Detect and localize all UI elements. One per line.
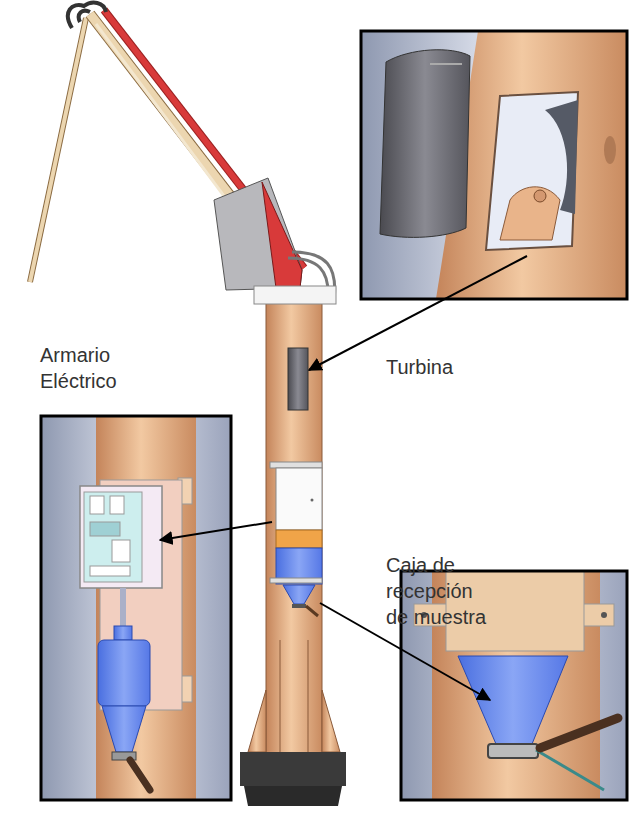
inset-frame: [401, 571, 627, 800]
pole: [240, 286, 346, 806]
callout-label: Armario Eléctrico: [40, 342, 190, 394]
breaker: [90, 496, 104, 514]
cabinet-band: [276, 530, 322, 548]
hook: [68, 3, 106, 28]
base-gusset: [248, 690, 266, 752]
turbine-cover: [380, 50, 470, 238]
base-block: [240, 752, 346, 786]
turbine-inset: [361, 31, 627, 299]
base-line: [308, 640, 309, 752]
terminal: [90, 566, 130, 576]
callout-label: Caja de recepción de muestra: [386, 552, 498, 630]
handle: [130, 760, 150, 790]
pole-body: [266, 302, 322, 754]
sample-neck: [114, 626, 132, 640]
leader-arrow: [160, 522, 272, 540]
sample-cone: [102, 706, 146, 752]
pipe-hole: [604, 136, 616, 164]
crane-arm: [30, 3, 335, 300]
hanging-rod: [30, 18, 86, 282]
inset-ground: [361, 31, 627, 299]
callout-label: Turbina: [386, 354, 506, 380]
pole-cap: [254, 286, 336, 304]
cabinet-panel: [84, 492, 142, 582]
lever: [536, 750, 604, 790]
cabinet: [276, 468, 322, 530]
sample-inset: [401, 571, 627, 800]
bracket: [270, 578, 322, 583]
relay: [90, 522, 120, 536]
sample-cone: [283, 585, 315, 604]
bracket: [270, 462, 322, 468]
turbine-opening: [486, 92, 578, 250]
turbine-hub: [534, 190, 546, 202]
rod: [120, 588, 126, 628]
handle: [306, 606, 318, 616]
bolt-hole: [601, 612, 607, 618]
clamp: [488, 744, 538, 758]
cabinet: [80, 486, 162, 588]
bracket: [582, 604, 614, 626]
base-block: [244, 786, 342, 806]
breaker: [112, 540, 130, 562]
inset-frame: [41, 416, 231, 800]
sample-cone: [458, 656, 568, 744]
hanging-rod: [30, 18, 86, 282]
arm-housing: [214, 178, 302, 290]
inset-ground: [401, 571, 627, 800]
arm-housing: [262, 182, 302, 288]
leader-arrow: [309, 256, 527, 370]
cabinet-inset: [41, 416, 231, 800]
breaker: [110, 496, 124, 514]
pipe: [96, 416, 196, 800]
turbine-door: [288, 348, 308, 410]
cover-slot: [430, 63, 462, 65]
handle: [540, 718, 618, 748]
sample-box: [98, 640, 150, 706]
base-gusset: [322, 690, 340, 752]
inset-ground: [41, 416, 231, 800]
inset-frame: [361, 31, 627, 299]
cabinet-lock: [311, 499, 314, 502]
clamp: [292, 604, 306, 608]
base-line: [280, 640, 281, 752]
turbine-rotor: [500, 187, 560, 240]
pipe: [432, 571, 600, 800]
